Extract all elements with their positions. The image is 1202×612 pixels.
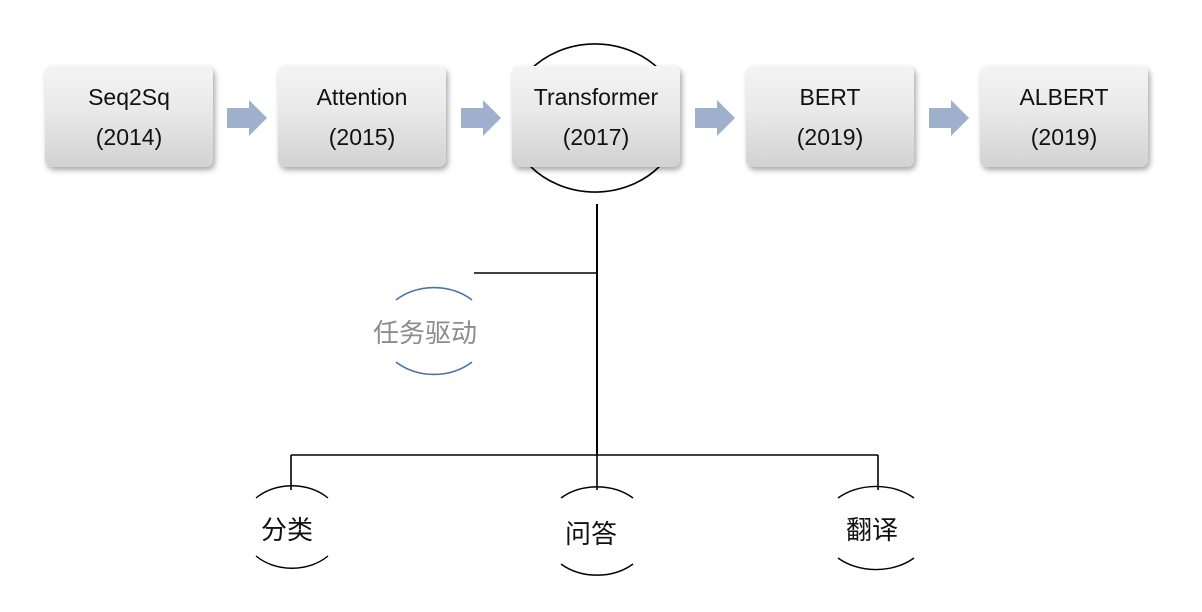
timeline-box-transformer: Transformer (2017) [512,66,680,167]
timeline-box-bert: BERT (2019) [746,66,914,167]
timeline-year: (2017) [562,123,630,150]
timeline-box-seq2sq: Seq2Sq (2014) [45,66,213,167]
task-qa-label: 问答 [565,520,618,550]
timeline-year: (2019) [796,123,864,150]
task-bracket-top-arc [395,286,473,301]
task-translation-label: 翻译 [846,516,899,546]
timeline-box-albert: ALBERT (2019) [980,66,1148,167]
arrow-right-icon [695,100,735,136]
timeline-box-attention: Attention (2015) [278,66,446,167]
timeline-year: (2014) [95,123,163,150]
leaf-classify-bottom-arc [255,555,329,569]
timeline-name: BERT [799,83,861,110]
task-bracket-bottom-arc [395,361,473,376]
arrow-right-icon [461,100,501,136]
leaf-classify-top-arc [255,485,329,499]
arrow-right-icon [227,100,267,136]
leaf-translate-bottom-arc [837,557,915,571]
timeline-name: ALBERT [1019,83,1109,110]
task-driven-label: 任务驱动 [373,319,478,349]
task-classification-label: 分类 [261,516,314,546]
timeline-year: (2015) [328,123,396,150]
timeline-name: Transformer [533,83,659,110]
transformer-circle-top-arc [529,43,661,71]
arrow-right-icon [929,100,969,136]
timeline-year: (2019) [1030,123,1098,150]
leaf-translate-top-arc [837,485,915,499]
leaf-qa-top-arc [560,486,634,499]
timeline-name: Seq2Sq [88,83,170,110]
leaf-qa-bottom-arc [560,563,634,576]
timeline-name: Attention [316,83,408,110]
transformer-circle-bottom-arc [529,165,661,193]
